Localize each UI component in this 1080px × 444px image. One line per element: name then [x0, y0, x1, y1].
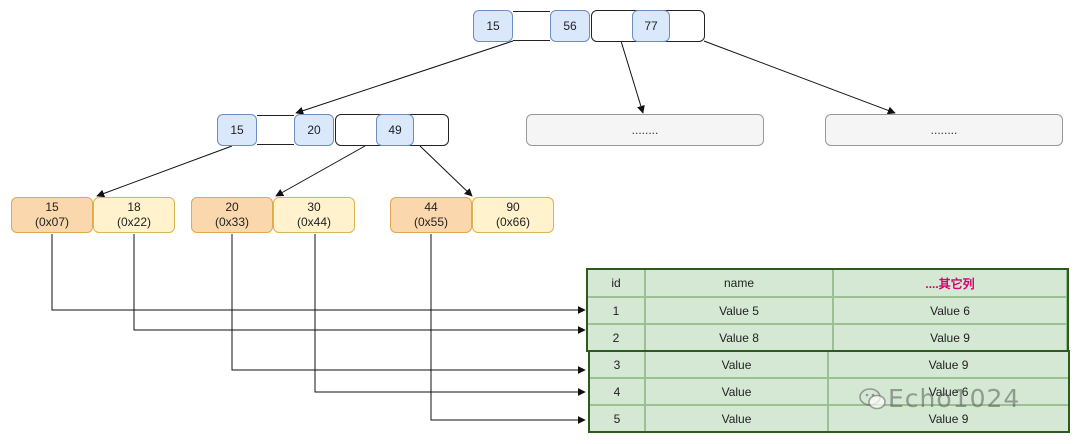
pointer-leaf-18-to-row-2 [133, 234, 586, 334]
pointer-leaf-20-to-row-3 [231, 234, 586, 374]
table-cell-row2-name: Value 8 [645, 324, 833, 351]
table-cell-row3-id: 3 [589, 351, 645, 378]
pointer-leaf-15-to-row-1 [51, 234, 586, 314]
table-cell-row1-id: 1 [587, 297, 645, 324]
leaf-key: 15 [45, 200, 59, 214]
leaf-node-6: 90 (0x66) [472, 197, 554, 233]
root-key-2: 56 [550, 10, 590, 42]
edge-level2-to-leaf-3 [419, 145, 473, 197]
leaf-node-2: 18 (0x22) [93, 197, 175, 233]
table-cell-row5-other: Value 9 [828, 405, 1069, 432]
root-key-1: 15 [473, 10, 513, 42]
leaf-address: (0x07) [34, 215, 69, 229]
table-cell-row2-id: 2 [587, 324, 645, 351]
leaf-address: (0x22) [116, 215, 151, 229]
placeholder-node-2: ........ [825, 114, 1063, 146]
table-cell-row2-other: Value 9 [833, 324, 1067, 351]
edge-level2-to-leaf-2 [275, 145, 366, 197]
level2-pointer-slot [257, 115, 294, 145]
table-upper-frame [586, 268, 1069, 352]
leaf-key: 90 [506, 200, 520, 214]
level2-key-3: 49 [376, 114, 414, 146]
edge-root-to-placeholder-1 [620, 40, 645, 114]
leaf-address: (0x55) [413, 215, 448, 229]
leaf-address: (0x44) [296, 215, 331, 229]
table-cell-row3-other: Value 9 [828, 351, 1069, 378]
table-cell-row1-name: Value 5 [645, 297, 833, 324]
edge-level2-to-leaf-1 [96, 145, 233, 198]
leaf-node-4: 30 (0x44) [273, 197, 355, 233]
leaf-key: 20 [225, 200, 239, 214]
level2-key-2: 20 [294, 114, 334, 146]
table-cell-row3-name: Value [645, 351, 828, 378]
root-pointer-slot [513, 11, 550, 41]
table-cell-row1-other: Value 6 [833, 297, 1067, 324]
wechat-logo-icon [858, 384, 888, 414]
leaf-address: (0x33) [214, 215, 249, 229]
watermark-text: Echo1024 [888, 384, 1021, 413]
table-cell-row4-name: Value [645, 378, 828, 405]
placeholder-node-1: ........ [526, 114, 764, 146]
table-cell-row5-id: 5 [589, 405, 645, 432]
edge-root-to-level2 [295, 40, 514, 115]
table-header-other-columns: ....其它列 [833, 269, 1067, 297]
leaf-key: 44 [424, 200, 438, 214]
leaf-address: (0x66) [495, 215, 530, 229]
level2-key-1: 15 [217, 114, 257, 146]
leaf-node-5: 44 (0x55) [390, 197, 472, 233]
root-key-3: 77 [632, 10, 670, 42]
leaf-key: 18 [127, 200, 141, 214]
table-lower-frame [588, 350, 1070, 433]
leaf-node-3: 20 (0x33) [191, 197, 273, 233]
table-cell-row4-id: 4 [589, 378, 645, 405]
leaf-node-1: 15 (0x07) [11, 197, 93, 233]
edge-root-to-placeholder-2 [703, 40, 896, 115]
pointer-leaf-44-to-row-5 [430, 234, 586, 424]
pointer-leaf-30-to-row-4 [314, 234, 586, 396]
leaf-key: 30 [307, 200, 321, 214]
